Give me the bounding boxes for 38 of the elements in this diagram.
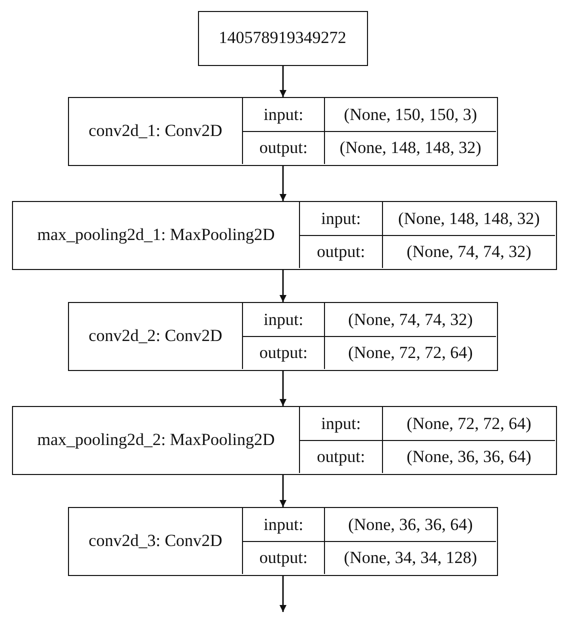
layer-name: conv2d_2: Conv2D xyxy=(88,325,224,347)
arrow xyxy=(280,576,286,612)
port-label: output: xyxy=(242,541,324,574)
port-label: input: xyxy=(299,407,382,440)
port-label: output: xyxy=(242,336,324,369)
port-label: input: xyxy=(242,508,324,541)
port-label: output: xyxy=(299,440,382,473)
layer-name: max_pooling2d_2: MaxPooling2D xyxy=(36,429,276,451)
layer-name: conv2d_3: Conv2D xyxy=(88,530,224,552)
shape-value: (None, 72, 72, 64) xyxy=(324,336,496,369)
shape-value: (None, 148, 148, 32) xyxy=(382,202,555,235)
shape-value: (None, 148, 148, 32) xyxy=(324,131,496,164)
layer-box xyxy=(68,507,498,576)
shape-value: (None, 74, 74, 32) xyxy=(382,235,555,268)
shape-value: (None, 74, 74, 32) xyxy=(324,303,496,336)
input-node-box xyxy=(198,11,368,66)
arrow xyxy=(280,166,286,201)
shape-value: (None, 36, 36, 64) xyxy=(324,508,496,541)
port-label: input: xyxy=(242,303,324,336)
layer-box xyxy=(68,302,498,371)
shape-value: (None, 150, 150, 3) xyxy=(324,98,496,131)
port-label: output: xyxy=(242,131,324,164)
port-label: output: xyxy=(299,235,382,268)
layer-box xyxy=(12,201,557,270)
node-id: 140578919349272 xyxy=(218,27,348,49)
layer-name: max_pooling2d_1: MaxPooling2D xyxy=(36,224,276,246)
shape-value: (None, 34, 34, 128) xyxy=(324,541,496,574)
port-label: input: xyxy=(242,98,324,131)
shape-value: (None, 72, 72, 64) xyxy=(382,407,555,440)
arrow xyxy=(280,371,286,406)
layer-name: conv2d_1: Conv2D xyxy=(88,120,224,142)
port-label: input: xyxy=(299,202,382,235)
shape-value: (None, 36, 36, 64) xyxy=(382,440,555,473)
layer-box xyxy=(68,97,498,166)
arrow xyxy=(280,475,286,507)
layer-box xyxy=(12,406,557,475)
arrow xyxy=(280,66,286,97)
arrow xyxy=(280,270,286,302)
